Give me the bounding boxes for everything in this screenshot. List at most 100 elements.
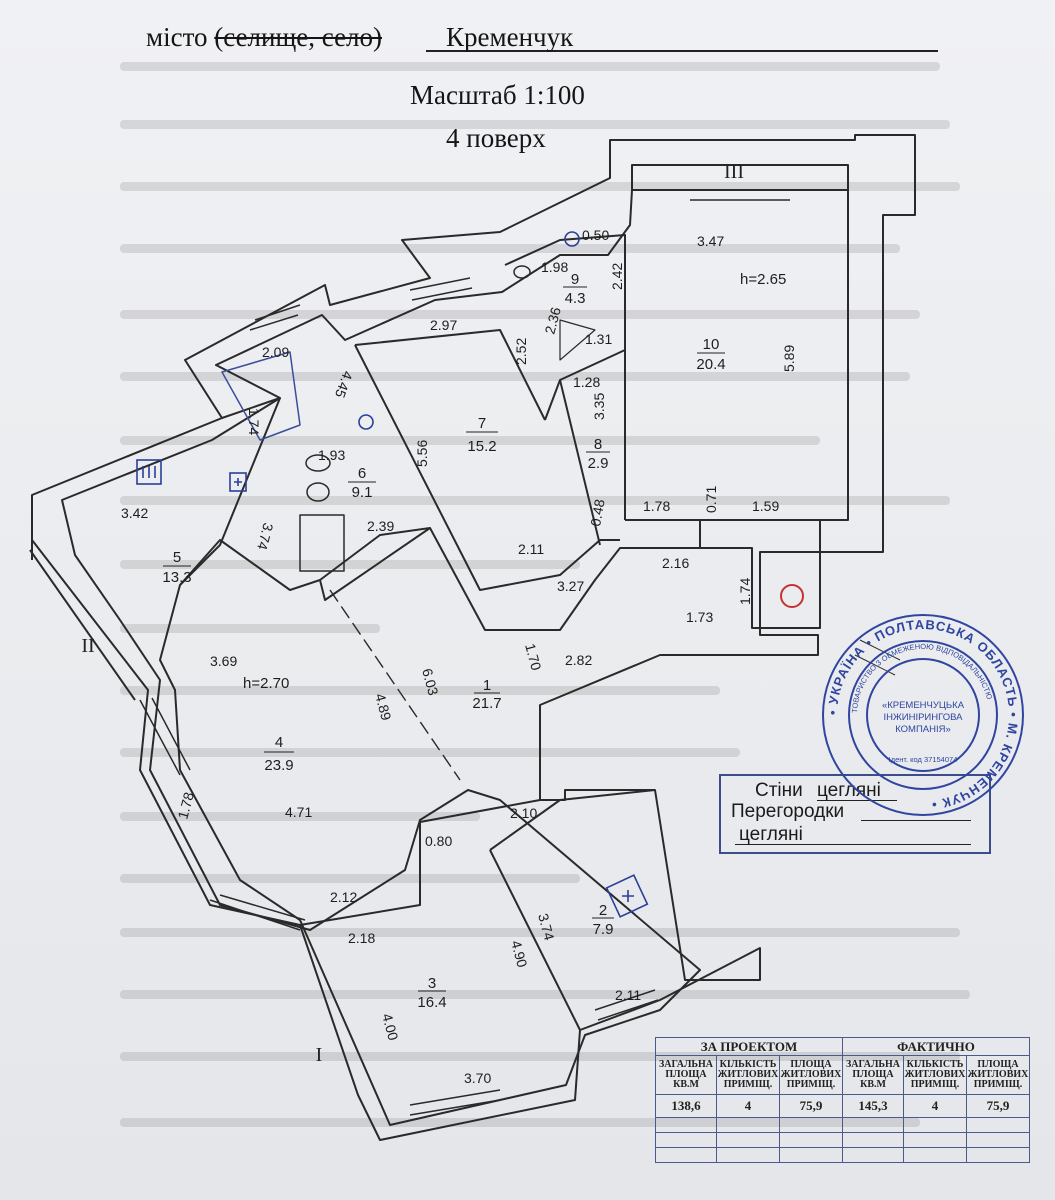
- dimension-label: 2.18: [348, 930, 375, 946]
- actual-total-area: 145,3: [842, 1094, 904, 1118]
- dimension-label: 4.89: [372, 692, 395, 723]
- dimension-label: 1.74: [737, 578, 753, 605]
- project-living-area: 75,9: [779, 1094, 843, 1118]
- room-9-number: 9: [571, 271, 579, 288]
- dimension-label: 1.98: [541, 259, 568, 275]
- walls-value-underline: [817, 800, 897, 801]
- dimension-label: 2.42: [609, 263, 625, 290]
- riser-marker: [780, 584, 804, 608]
- dimension-label: 1.78: [643, 498, 670, 514]
- stamp-id-code: Ідент. код 37154074: [889, 755, 958, 764]
- room-5-area: 13.3: [162, 569, 191, 586]
- col-living-area: ПЛОЩА ЖИТЛОВИХ ПРИМІЩ.: [779, 1055, 843, 1095]
- dimension-label: 1.73: [686, 609, 713, 625]
- ceiling-height-2: h=2.70: [243, 675, 289, 692]
- project-living-rooms: 4: [716, 1094, 780, 1118]
- dimension-label: 2.16: [662, 555, 689, 571]
- city-struck-text: (селище, село): [214, 22, 383, 52]
- partitions-label: Перегородки: [731, 801, 845, 822]
- walls-label: Стіни: [755, 780, 803, 801]
- col-total-area: ЗАГАЛЬНА ПЛОЩА КВ.М: [655, 1055, 717, 1095]
- dimension-label: 3.42: [121, 505, 148, 521]
- stamp-name-line3: КОМПАНІЯ»: [895, 724, 951, 735]
- dimension-label: 2.11: [615, 987, 641, 1003]
- dimension-label: 1.31: [585, 331, 612, 347]
- dimension-label: 2.82: [565, 652, 592, 668]
- dimension-label: 4.90: [508, 939, 531, 970]
- floor-label: 4 поверх: [446, 123, 546, 153]
- project-header: ЗА ПРОЕКТОМ: [655, 1037, 843, 1056]
- dimension-label: 1.59: [752, 498, 779, 514]
- ceiling-height-1: h=2.65: [740, 271, 786, 288]
- col-living-area: ПЛОЩА ЖИТЛОВИХ ПРИМІЩ.: [966, 1055, 1030, 1095]
- city-label: місто: [146, 22, 208, 52]
- dimension-label: 0.71: [703, 486, 719, 513]
- actual-living-rooms: 4: [903, 1094, 967, 1118]
- dimension-label: 1.93: [318, 447, 345, 463]
- dimension-label: 1.74: [246, 408, 262, 435]
- area-summary-table: ЗА ПРОЕКТОМ ФАКТИЧНО ЗАГАЛЬНА ПЛОЩА КВ.М…: [655, 1037, 1030, 1163]
- col-total-area: ЗАГАЛЬНА ПЛОЩА КВ.М: [842, 1055, 904, 1095]
- dimension-label: 2.36: [541, 305, 564, 336]
- room-6-number: 6: [358, 465, 366, 482]
- dimension-label: 1.28: [573, 374, 600, 390]
- dimension-label: 5.56: [414, 440, 430, 467]
- dimension-label: 3.27: [557, 578, 584, 594]
- scale-label: Масштаб 1:100: [410, 80, 585, 110]
- dimension-label: 3.35: [591, 393, 607, 420]
- balcony-II-label: II: [81, 635, 94, 657]
- dimension-label: 5.89: [781, 345, 797, 372]
- room-8-area: 2.9: [588, 455, 609, 472]
- room-7-area: 15.2: [467, 438, 496, 455]
- dimension-label: 3.47: [697, 233, 724, 249]
- col-living-rooms: КІЛЬКІСТЬ ЖИТЛОВИХ ПРИМІЩ.: [903, 1055, 967, 1095]
- dimension-label: 4.00: [379, 1012, 402, 1043]
- dimension-label: 3.74: [254, 521, 277, 552]
- room-3-area: 16.4: [417, 994, 446, 1011]
- room-4-number: 4: [275, 734, 283, 751]
- outer-wall: [31, 134, 916, 1141]
- dimension-label: 2.12: [330, 889, 357, 905]
- dimension-label: 2.97: [430, 317, 457, 333]
- dimension-label: 0.48: [587, 498, 608, 528]
- room-6-area: 9.1: [352, 484, 373, 501]
- dimension-label: 2.52: [513, 338, 529, 365]
- dimension-label: 6.03: [419, 667, 442, 698]
- partitions-underline: [861, 820, 971, 821]
- actual-living-area: 75,9: [966, 1094, 1030, 1118]
- room-7-number: 7: [478, 415, 486, 432]
- dimension-label: 3.70: [464, 1070, 491, 1086]
- dimension-label: 1.78: [174, 790, 197, 821]
- city-value: Кременчук: [446, 22, 574, 52]
- dimension-label: 3.69: [210, 653, 237, 669]
- room-1-area: 21.7: [472, 695, 501, 712]
- dimension-label: 2.39: [367, 518, 394, 534]
- stamp-name-line1: «КРЕМЕНЧУЦЬКА: [882, 700, 965, 711]
- room-8-number: 8: [594, 436, 602, 453]
- room-10-number: 10: [703, 336, 720, 353]
- balcony-I-label: I: [316, 1044, 323, 1066]
- dimension-label: 0.50: [582, 227, 609, 243]
- room-1-number: 1: [483, 677, 491, 694]
- project-total-area: 138,6: [655, 1094, 717, 1118]
- dimension-label: 4.45: [332, 369, 356, 400]
- dimension-label: 0.80: [425, 833, 452, 849]
- dimension-label: 4.71: [285, 804, 312, 820]
- col-living-rooms: КІЛЬКІСТЬ ЖИТЛОВИХ ПРИМІЩ.: [716, 1055, 780, 1095]
- dimension-label: 2.09: [262, 344, 289, 360]
- room-9-area: 4.3: [565, 290, 586, 307]
- room-5-number: 5: [173, 549, 181, 566]
- stamp-name-line2: ІНЖИНІРИНГОВА: [884, 712, 964, 723]
- partitions-value-underline: [735, 844, 971, 845]
- room-2-area: 7.9: [593, 921, 614, 938]
- room-3-number: 3: [428, 975, 436, 992]
- actual-header: ФАКТИЧНО: [842, 1037, 1030, 1056]
- company-stamp: • УКРАЇНА • ПОЛТАВСЬКА ОБЛАСТЬ • М. КРЕМ…: [822, 614, 1024, 816]
- dimension-label: 2.10: [510, 805, 537, 821]
- room-2-number: 2: [599, 902, 607, 919]
- dimension-label: 3.74: [535, 912, 558, 943]
- dimension-label: 2.11: [518, 541, 544, 557]
